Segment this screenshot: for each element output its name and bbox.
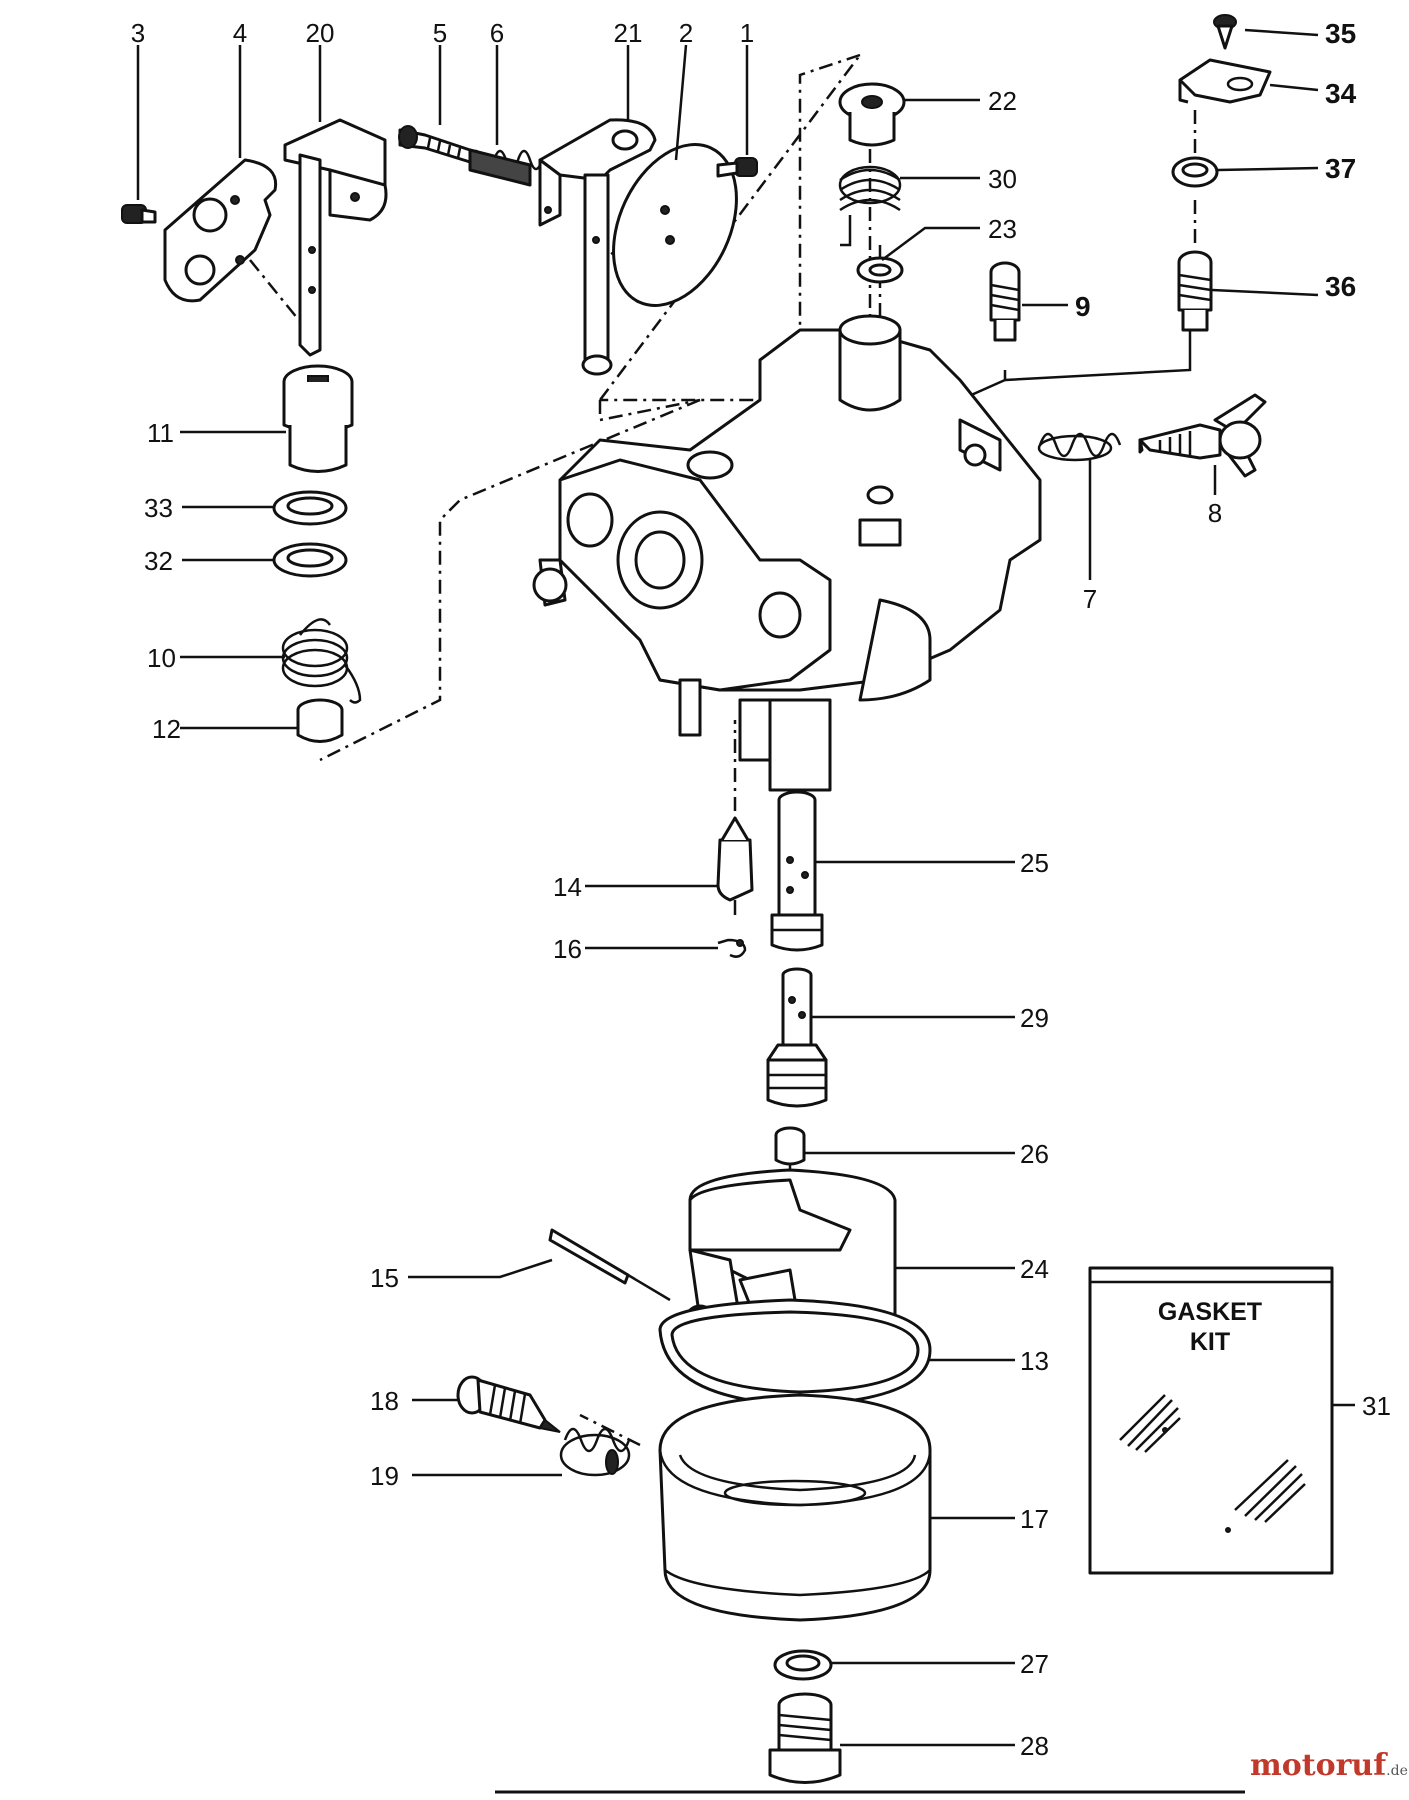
label-14: 14 [553, 872, 582, 902]
label-24: 24 [1020, 1254, 1049, 1284]
part-21-choke-lever [538, 118, 657, 376]
part-26-jet [774, 1126, 806, 1166]
label-26: 26 [1020, 1139, 1049, 1169]
part-32-washer [272, 542, 348, 578]
part-labels: 3 4 20 5 6 21 2 1 22 30 23 9 35 34 37 36… [131, 18, 1391, 1761]
label-33: 33 [144, 493, 173, 523]
label-27: 27 [1020, 1649, 1049, 1679]
label-30: 30 [988, 164, 1017, 194]
part-11-bushing [282, 364, 354, 473]
part-31-gasket-kit: GASKET KIT [1088, 1266, 1334, 1575]
label-20: 20 [306, 18, 335, 48]
label-23: 23 [988, 214, 1017, 244]
part-18-screw [456, 1375, 561, 1433]
part-30-spring [838, 165, 902, 247]
label-6: 6 [490, 18, 504, 48]
label-11: 11 [147, 418, 174, 448]
part-16-clip [717, 938, 747, 958]
part-20-throttle-lever [283, 118, 388, 357]
label-10: 10 [147, 643, 176, 673]
part-2-choke-plate [612, 143, 738, 307]
part-8-needle [1138, 393, 1267, 478]
part-25-tube [770, 790, 824, 952]
part-15-pin [548, 1228, 671, 1302]
label-3: 3 [131, 18, 145, 48]
part-9-screw [989, 261, 1021, 342]
svg-text:motoruf.de: motoruf.de [1250, 1748, 1408, 1783]
label-19: 19 [370, 1461, 399, 1491]
label-7: 7 [1083, 584, 1097, 614]
label-21: 21 [614, 18, 643, 48]
part-6-spring [468, 148, 544, 187]
label-35: 35 [1325, 18, 1356, 49]
label-22: 22 [988, 86, 1017, 116]
label-8: 8 [1208, 498, 1222, 528]
label-2: 2 [679, 18, 693, 48]
label-31: 31 [1362, 1391, 1391, 1421]
part-28-plug [768, 1692, 842, 1784]
part-19-spring [559, 1427, 631, 1477]
label-13: 13 [1020, 1346, 1049, 1376]
label-36: 36 [1325, 271, 1356, 302]
part-36-screw [1177, 250, 1213, 332]
part-35-screw [1213, 14, 1237, 50]
part-5-screw [398, 125, 472, 164]
gasket-kit-line1: GASKET [1158, 1298, 1262, 1326]
part-14-float-needle [716, 816, 754, 915]
part-10-spring [281, 618, 362, 704]
label-18: 18 [370, 1386, 399, 1416]
part-3-screw [121, 204, 157, 224]
part-29-tube [766, 967, 828, 1108]
label-5: 5 [433, 18, 447, 48]
label-37: 37 [1325, 153, 1356, 184]
part-23-washer [856, 256, 904, 284]
gasket-kit-line2: KIT [1190, 1328, 1230, 1356]
carburetor-body [532, 314, 1042, 792]
part-22-bushing [838, 82, 906, 147]
label-28: 28 [1020, 1731, 1049, 1761]
label-25: 25 [1020, 848, 1049, 878]
part-33-washer [272, 490, 348, 526]
label-29: 29 [1020, 1003, 1049, 1033]
part-7-spring [1037, 432, 1122, 462]
watermark-brand: motoruf [1250, 1748, 1388, 1783]
part-17-bowl [658, 1393, 932, 1622]
watermark: motoruf.de [1250, 1748, 1408, 1783]
part-13-gasket [658, 1298, 932, 1407]
label-34: 34 [1325, 78, 1357, 109]
leader-lines [136, 28, 1355, 1747]
label-17: 17 [1020, 1504, 1049, 1534]
label-4: 4 [233, 18, 247, 48]
part-12-bushing [296, 698, 344, 743]
part-34-bracket [1178, 58, 1272, 104]
label-1: 1 [740, 18, 754, 48]
watermark-tld: .de [1386, 1763, 1408, 1779]
label-32: 32 [144, 546, 173, 576]
part-4-throttle-plate [163, 158, 278, 303]
label-15: 15 [370, 1263, 399, 1293]
label-12: 12 [152, 714, 181, 744]
part-37-washer [1171, 156, 1219, 188]
label-16: 16 [553, 934, 582, 964]
part-1-screw [716, 157, 758, 178]
part-27-washer [773, 1649, 833, 1681]
label-9: 9 [1075, 291, 1091, 322]
